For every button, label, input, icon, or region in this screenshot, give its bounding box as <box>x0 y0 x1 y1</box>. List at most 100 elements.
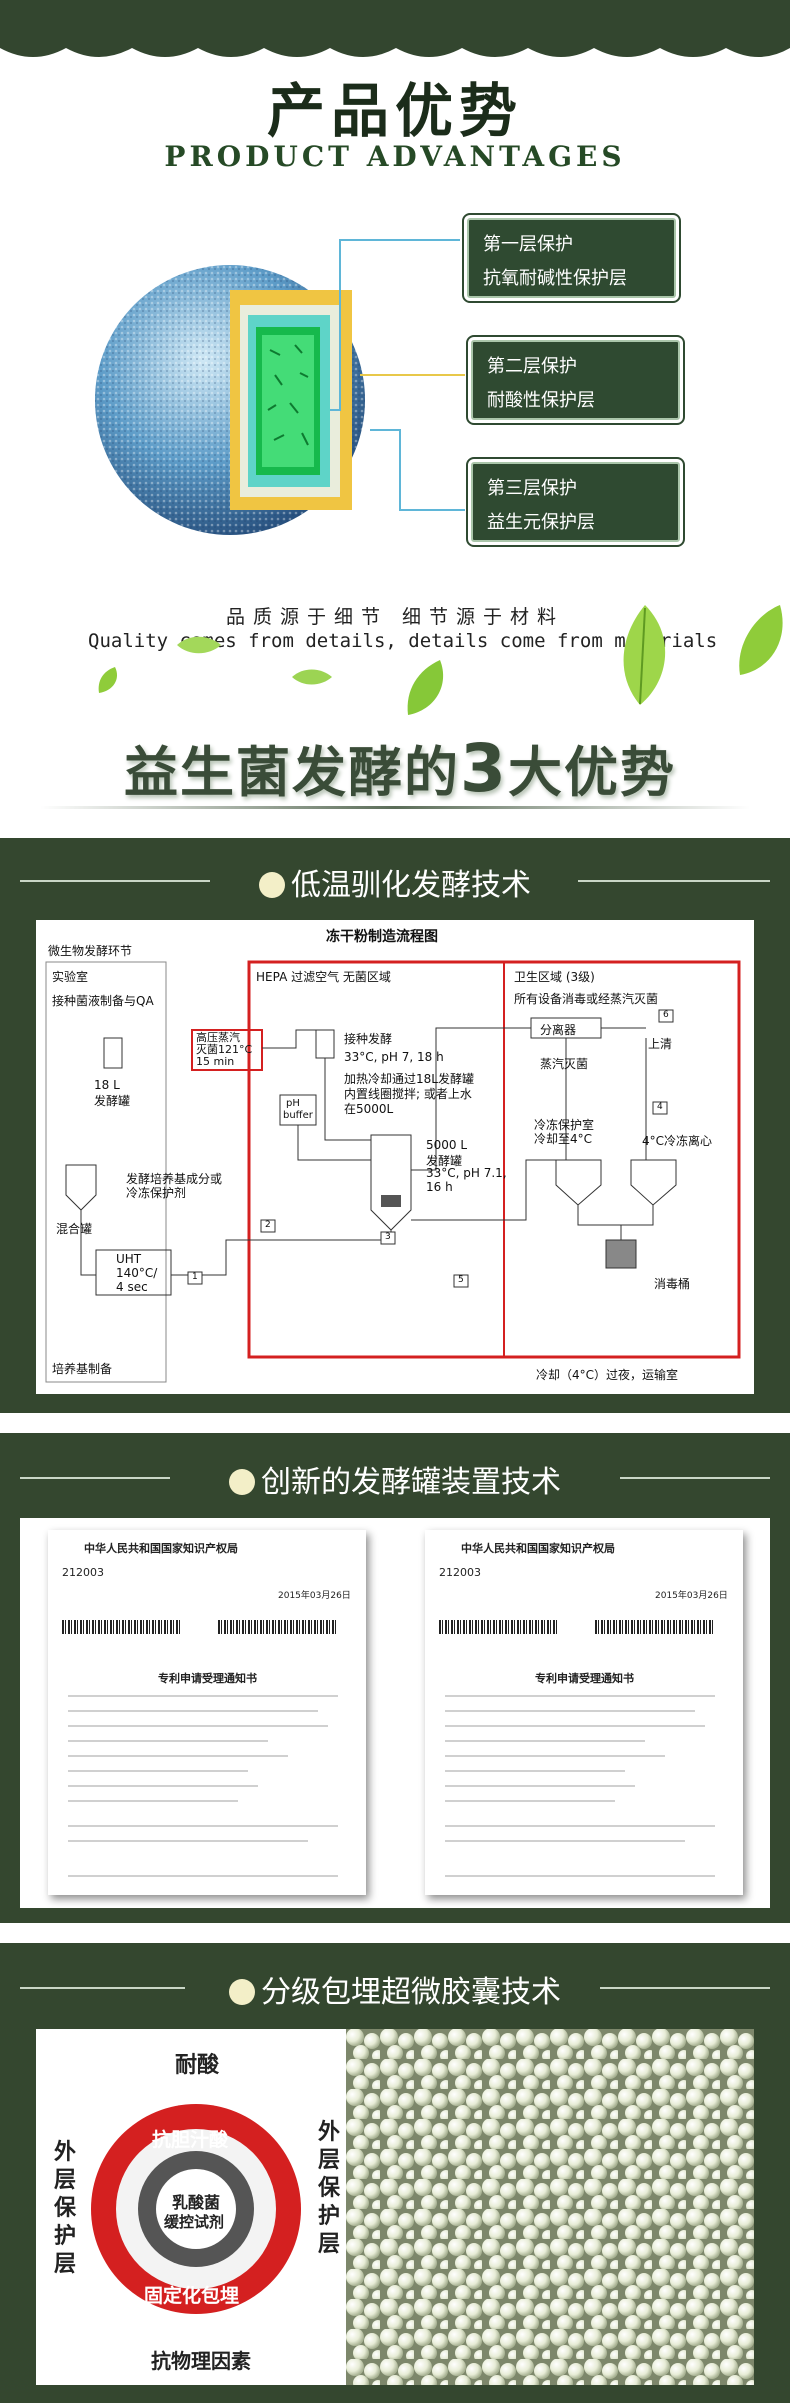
cert-authority: 中华人民共和国国家知识产权局 <box>84 1542 238 1555</box>
flow-label-cond3: 16 h <box>426 1180 453 1194</box>
flow-label-transport: 冷却（4°C）过夜，运输室 <box>536 1368 679 1382</box>
flow-label-uht3: 4 sec <box>116 1280 148 1294</box>
cert-line <box>68 1875 338 1877</box>
capsule-sphere-illustration <box>95 265 365 535</box>
flow-num-2: 2 <box>265 1220 271 1230</box>
banner-pre: 益生菌发酵的 <box>124 741 461 804</box>
layer-2-box: 第二层保护 耐酸性保护层 <box>466 335 685 425</box>
cert-line <box>445 1825 715 1827</box>
bullet-dot <box>229 1979 255 2005</box>
flow-label-steam-all: 所有设备消毒或经蒸汽灭菌 <box>514 992 659 1006</box>
flowchart: 冻干粉制造流程图 微生物发酵环节 实验室 接种菌液制备与QA HEPA 过滤空气… <box>36 920 754 1394</box>
cert-line <box>68 1725 328 1727</box>
banner-post: 大优势 <box>507 741 676 804</box>
layer-3-desc: 益生元保护层 <box>487 512 595 533</box>
title-rule-right <box>578 880 770 882</box>
cert-line <box>445 1740 645 1742</box>
banner-underline <box>40 806 750 809</box>
cert-line <box>445 1785 635 1787</box>
cert-line <box>68 1710 318 1712</box>
scallop-border <box>0 22 790 57</box>
tagline-en: Quality comes from details, details come… <box>88 630 718 652</box>
section-fermenter-device: 创新的发酵罐装置技术 中华人民共和国国家知识产权局 212003 2015年03… <box>0 1433 790 1923</box>
flow-label-lab: 实验室 <box>52 970 89 984</box>
barcode <box>439 1620 559 1634</box>
capsule-ring-1: 抗胆汁酸 <box>152 2129 229 2151</box>
capsule-layer-diagram <box>91 2104 301 2314</box>
section-2-title-text: 创新的发酵罐装置技术 <box>261 1465 561 1500</box>
flow-label-inoc: 接种菌液制备与QA <box>52 994 154 1008</box>
cert-line <box>68 1770 248 1772</box>
flow-label-steamster: 蒸汽灭菌 <box>540 1057 589 1071</box>
certificate-right: 中华人民共和国国家知识产权局 212003 2015年03月26日 专利申请受理… <box>425 1530 743 1895</box>
flow-num-4: 4 <box>657 1102 663 1112</box>
flow-label-uht: UHT <box>116 1252 142 1266</box>
barcode <box>62 1620 182 1634</box>
cert-heading: 专利申请受理通知书 <box>535 1672 634 1685</box>
title-rule-left <box>20 1477 170 1479</box>
flow-label-centri: 4°C冷冻离心 <box>642 1134 713 1148</box>
title-rule-left <box>20 1987 185 1989</box>
flow-label-coldroom: 冷冻保护室 <box>534 1118 595 1132</box>
cert-line <box>445 1755 665 1757</box>
barcode <box>218 1620 338 1634</box>
layer-connectors <box>330 239 465 511</box>
flowchart-lines <box>45 960 741 1383</box>
flow-label-hepa: HEPA 过滤空气 无菌区域 <box>256 970 391 984</box>
barcode <box>595 1620 715 1634</box>
section-1-title-text: 低温驯化发酵技术 <box>291 868 531 903</box>
flow-label-mixtank: 混合罐 <box>56 1222 93 1236</box>
cert-line <box>68 1695 338 1697</box>
cert-date: 2015年03月26日 <box>655 1591 728 1601</box>
capsule-top-label: 耐酸 <box>175 2053 220 2078</box>
capsule-bottom-label: 抗物理因素 <box>151 2349 251 2373</box>
flow-num-1: 1 <box>192 1272 198 1282</box>
flow-label-tank18: 18 L <box>94 1078 120 1092</box>
bullet-dot <box>229 1469 255 1495</box>
section-microcapsule: 分级包埋超微胶囊技术 耐酸 抗物理因素 外层保护层 外层保护层 抗胆汁酸 乳酸菌… <box>0 1943 790 2403</box>
leaf-icon <box>623 605 666 705</box>
cert-line <box>445 1695 715 1697</box>
cert-line <box>68 1840 308 1842</box>
flow-label-cool2: 内置线圈搅拌; 或者上水 <box>344 1087 472 1101</box>
page-subtitle: PRODUCT ADVANTAGES <box>164 140 626 173</box>
flow-label-tank5000b: 发酵罐 <box>426 1154 463 1168</box>
flow-label-buffer: buffer <box>283 1110 313 1121</box>
cert-line <box>68 1785 258 1787</box>
flow-label-cond2: 33°C, pH 7.1, <box>426 1166 507 1180</box>
bullet-dot <box>259 872 285 898</box>
cert-line <box>68 1755 288 1757</box>
capsule-right-label: 外层保护层 <box>318 2120 341 2257</box>
title-rule-right <box>620 1477 770 1479</box>
flowchart-title: 冻干粉制造流程图 <box>326 929 438 945</box>
flow-label-ph: pH <box>286 1098 300 1109</box>
flow-label-medium: 发酵培养基成分或 <box>126 1172 223 1186</box>
cert-line <box>68 1740 268 1742</box>
flow-num-3: 3 <box>385 1232 391 1242</box>
flow-label-sanit: 卫生区域 (3级) <box>514 970 595 984</box>
flow-label-upclear: 上清 <box>648 1037 673 1051</box>
capsule-left-label: 外层保护层 <box>54 2140 77 2277</box>
flow-num-6: 6 <box>663 1010 669 1020</box>
leaf-icon <box>177 636 221 654</box>
flow-label-cool3: 在5000L <box>344 1102 394 1116</box>
flow-label-uht2: 140°C/ <box>116 1266 158 1280</box>
leaf-icon <box>407 660 444 715</box>
flow-label-separator: 分离器 <box>540 1023 577 1037</box>
flow-label-tank18b: 发酵罐 <box>94 1094 131 1108</box>
certificate-panel: 中华人民共和国国家知识产权局 212003 2015年03月26日 专利申请受理… <box>20 1518 770 1908</box>
cert-line <box>445 1840 685 1842</box>
cert-code: 212003 <box>439 1566 481 1579</box>
microcapsule-beads-photo <box>346 2029 754 2385</box>
flow-label-prep: 培养基制备 <box>52 1362 113 1376</box>
cert-line <box>445 1800 615 1802</box>
section-2-title: 创新的发酵罐装置技术 <box>0 1457 790 1501</box>
cert-line <box>445 1875 715 1877</box>
section-3-title: 分级包埋超微胶囊技术 <box>0 1967 790 2011</box>
capsule-ring-3: 固定化包埋 <box>144 2285 240 2307</box>
cert-heading: 专利申请受理通知书 <box>158 1672 257 1685</box>
flow-label-disinf: 消毒桶 <box>654 1277 691 1291</box>
layer-3-box: 第三层保护 益生元保护层 <box>466 457 685 547</box>
flow-label-cond1: 33°C, pH 7, 18 h <box>344 1050 444 1064</box>
page-title: 产品优势 <box>266 77 523 145</box>
